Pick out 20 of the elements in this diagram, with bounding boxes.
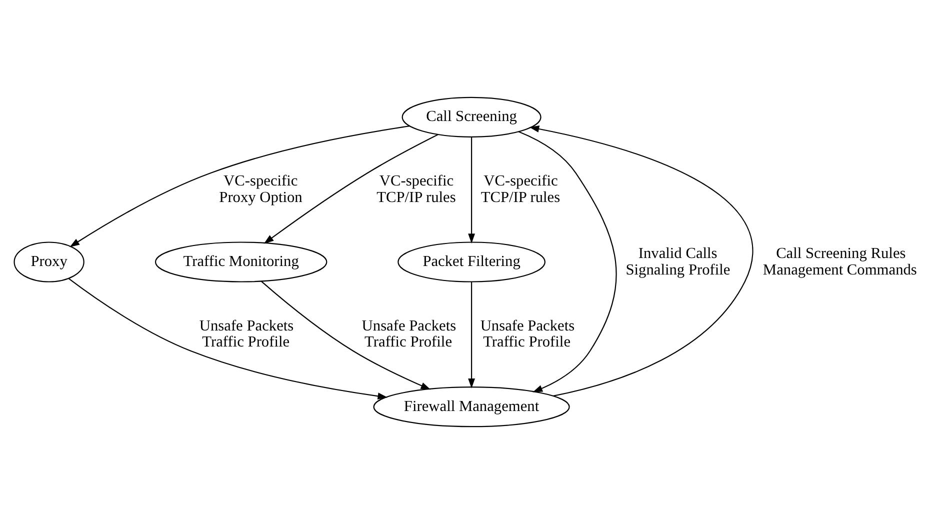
edge-label: Call Screening Rules Management Commands: [762, 244, 916, 278]
edge-label: VC-specific TCP/IP rules: [480, 172, 560, 206]
arrow: [69, 125, 410, 247]
arrow: [528, 125, 752, 396]
node-ellipse: Traffic Monitoring: [154, 241, 327, 282]
arrow: [518, 130, 616, 392]
edge-label: Unsafe Packets Traffic Profile: [480, 316, 574, 350]
edge-label: VC-specific Proxy Option: [218, 172, 302, 206]
edge-label: Unsafe Packets Traffic Profile: [361, 316, 456, 350]
node-ellipse: Packet Filtering: [397, 241, 545, 282]
edge-label: Invalid Calls Signaling Profile: [625, 244, 730, 278]
arrow: [263, 134, 438, 244]
node-ellipse: Proxy: [13, 241, 84, 282]
arrow: [260, 280, 430, 390]
arrow: [468, 136, 475, 244]
node-ellipse: Firewall Management: [372, 386, 570, 427]
edge-label: Unsafe Packets Traffic Profile: [198, 316, 294, 350]
edge-label: VC-specific TCP/IP rules: [376, 172, 456, 206]
arrow: [68, 278, 388, 400]
arrow: [468, 282, 475, 388]
